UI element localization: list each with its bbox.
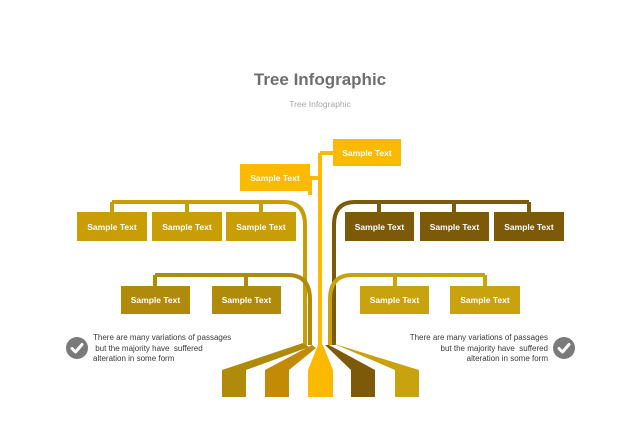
note-left: There are many variations of passages bu… <box>93 333 231 365</box>
note-left-line-1: There are many variations of passages <box>93 333 232 342</box>
root-2 <box>265 345 316 370</box>
box-right-upper-1: Sample Text <box>345 212 414 241</box>
note-right-line-1: There are many variations of passages <box>409 333 548 342</box>
note-left-line-2: but the majority have suffered <box>93 343 203 353</box>
box-left-upper-3: Sample Text <box>226 212 296 241</box>
note-right-line-3: alteration in some form <box>466 354 548 363</box>
branch-left-lower <box>155 273 312 345</box>
box-right-lower-2: Sample Text <box>450 286 520 314</box>
check-circle-icon <box>553 337 575 359</box>
root-base-1 <box>222 370 246 397</box>
branch-left-upper <box>112 200 307 345</box>
page-subtitle: Tree Infographic <box>289 99 351 109</box>
box-top-right: Sample Text <box>333 139 401 166</box>
page-title: Tree Infographic <box>253 70 387 89</box>
root-3 <box>308 345 333 370</box>
note-right: There are many variations of passages bu… <box>380 333 548 365</box>
root-base-3 <box>308 370 333 397</box>
root-base-2 <box>265 370 289 397</box>
box-right-upper-3: Sample Text <box>494 212 564 241</box>
root-base-5 <box>395 370 419 397</box>
box-right-upper-2: Sample Text <box>420 212 489 241</box>
root-base-4 <box>351 370 375 397</box>
box-left-upper-1: Sample Text <box>77 212 147 241</box>
root-1 <box>222 343 309 370</box>
box-top-left: Sample Text <box>240 164 310 191</box>
branch-right-upper <box>332 200 529 345</box>
box-left-lower-2: Sample Text <box>212 286 281 314</box>
note-left-line-3: alteration in some form <box>93 354 175 363</box>
branch-right-lower <box>328 273 485 345</box>
box-right-lower-1: Sample Text <box>360 286 429 314</box>
root-4 <box>325 345 375 370</box>
box-left-lower-1: Sample Text <box>121 286 190 314</box>
note-right-line-2: but the majority have suffered <box>440 343 548 353</box>
check-circle-icon <box>66 337 88 359</box>
box-left-upper-2: Sample Text <box>152 212 222 241</box>
